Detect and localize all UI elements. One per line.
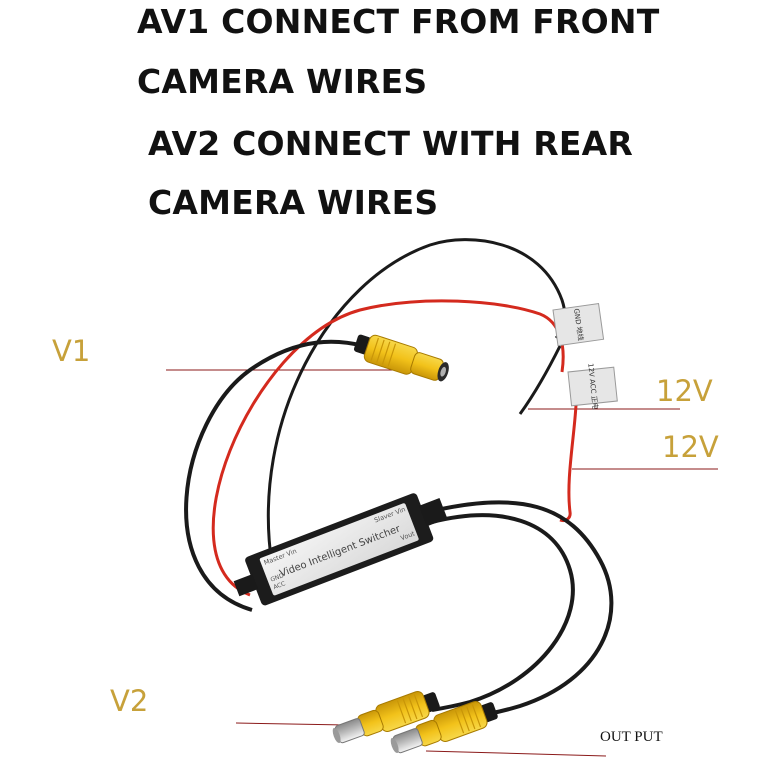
headline-line-1: AV1 CONNECT FROM FRONT: [137, 2, 660, 41]
black-wire-v2: [431, 513, 575, 712]
switcher-gnd-label: GND: [270, 572, 286, 584]
label-output: OUT PUT: [600, 729, 663, 745]
video-switcher: Video Intelligent Switcher Master Vin GN…: [233, 493, 448, 606]
rca-plug-v2: [332, 690, 440, 744]
label-12v-second: 12V: [662, 430, 719, 464]
switcher-acc-label: ACC: [272, 580, 286, 591]
rca-plug-v1: [353, 334, 449, 382]
black-wire-out: [427, 500, 614, 718]
black-wire-v1: [184, 339, 365, 612]
headline-line-4: CAMERA WIRES: [148, 183, 439, 222]
black-wire-free-end: [518, 345, 562, 415]
label-12v-first: 12V: [656, 374, 713, 408]
label-v1: V1: [52, 334, 91, 368]
gnd-tag-label: GND 地线: [572, 308, 585, 341]
red-wire-12v: [559, 404, 578, 522]
rca-plug-output: [390, 700, 498, 754]
headline-line-2: CAMERA WIRES: [137, 62, 428, 101]
leader-line-output: [425, 750, 607, 757]
red-wire-acc: [211, 299, 565, 597]
black-wire-gnd: [266, 238, 567, 566]
gnd-tag: GND 地线: [552, 303, 605, 347]
headline-line-3: AV2 CONNECT WITH REAR: [148, 124, 633, 163]
acc-tag: 12V ACC 正电: [567, 363, 618, 410]
label-v2: V2: [110, 684, 149, 718]
